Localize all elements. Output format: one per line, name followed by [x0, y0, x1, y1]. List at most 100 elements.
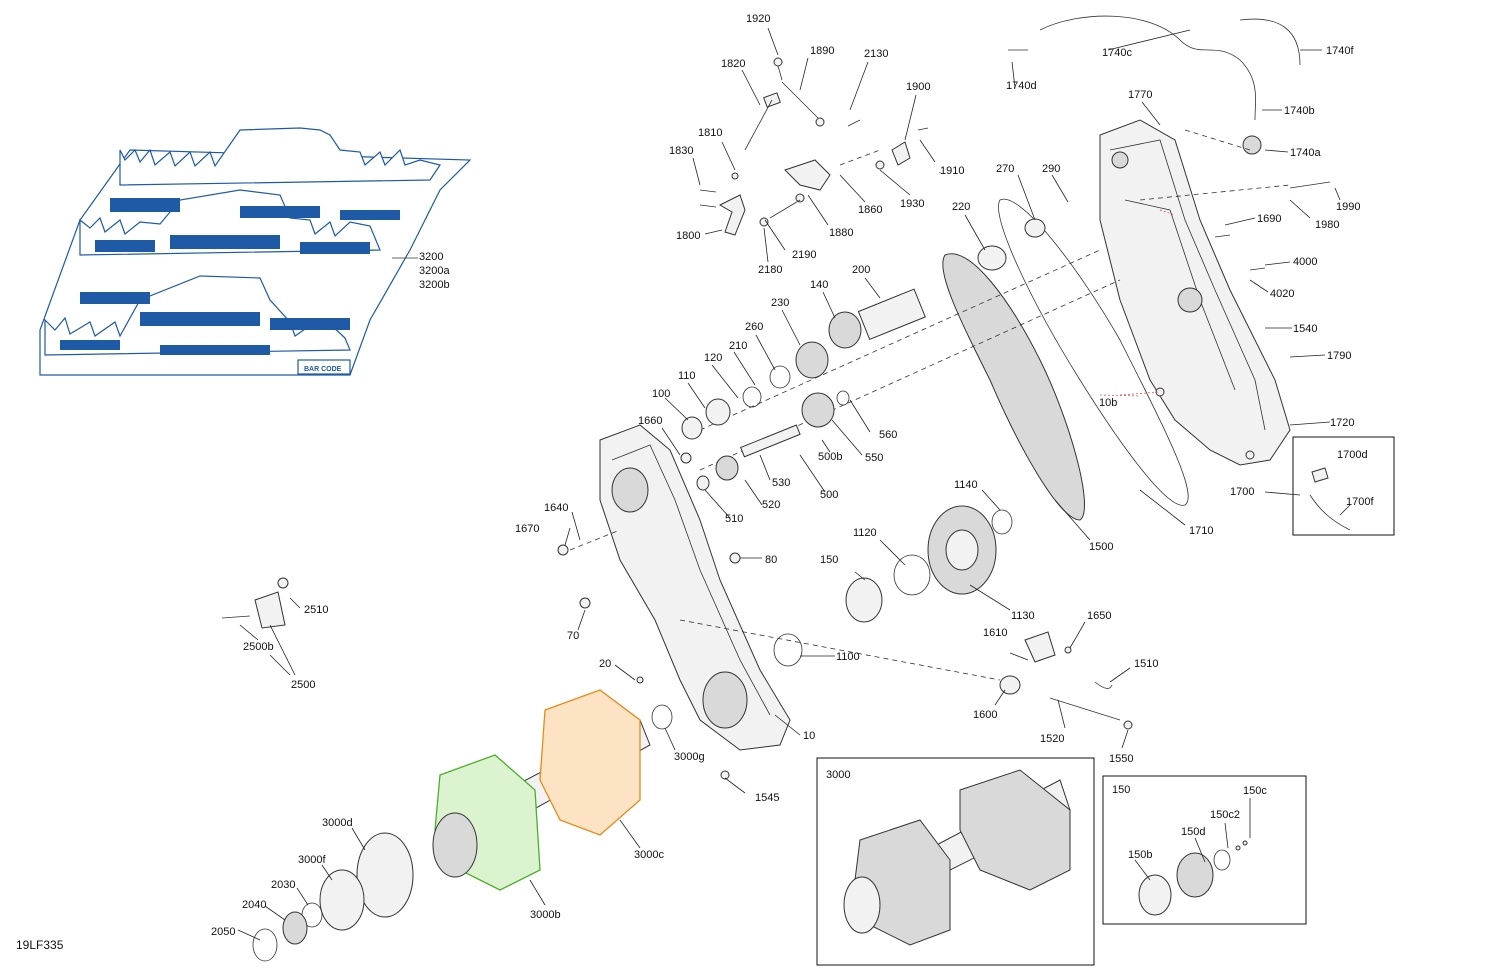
callout-1120: 1120: [853, 527, 877, 539]
callout-150: 150: [820, 554, 838, 566]
callout-1545: 1545: [755, 792, 779, 804]
callout-210: 210: [729, 340, 747, 352]
shift-linkage-parts: [699, 27, 929, 236]
lower-gear-bearing: [679, 505, 1133, 730]
callout-4020: 4020: [1270, 288, 1294, 300]
callout-2500b: 2500b: [243, 641, 274, 653]
callout-200: 200: [852, 264, 870, 276]
callout-1830: 1830: [669, 145, 693, 157]
callout-1130: 1130: [1011, 610, 1035, 622]
track-barcode-label: BAR CODE: [304, 366, 342, 373]
callout-3000g: 3000g: [674, 751, 705, 763]
callout-1740d: 1740d: [1006, 80, 1037, 92]
callout-290: 290: [1042, 163, 1060, 175]
chaincase-cover: [1008, 15, 1331, 466]
callout-1690: 1690: [1257, 213, 1281, 225]
callout-80: 80: [765, 554, 777, 566]
sprocket-shaft-assembly: [252, 689, 673, 962]
callout-1800: 1800: [676, 230, 700, 242]
callout-150d: 150d: [1181, 826, 1205, 838]
callout-1640: 1640: [544, 502, 568, 514]
callout-2050: 2050: [211, 926, 235, 938]
callout-2030: 2030: [271, 879, 295, 891]
drive-chain-and-band: [942, 198, 1189, 521]
callout-1790: 1790: [1327, 350, 1351, 362]
callout-1700: 1700: [1230, 486, 1254, 498]
callout-3200b: 3200b: [419, 279, 450, 291]
callout-110: 110: [678, 370, 696, 382]
inset-1700-hose: [1309, 467, 1351, 531]
callout-120: 120: [704, 352, 722, 364]
callout-2510: 2510: [304, 604, 328, 616]
callout-1720: 1720: [1330, 417, 1354, 429]
callout-1650: 1650: [1087, 610, 1111, 622]
callout-1600: 1600: [973, 709, 997, 721]
callout-1660: 1660: [638, 415, 662, 427]
callout-1670: 1670: [515, 523, 539, 535]
callout-1540: 1540: [1293, 323, 1317, 335]
callout-3000c: 3000c: [634, 849, 664, 861]
callout-1900: 1900: [906, 81, 930, 93]
inset-box-150: [1102, 775, 1307, 925]
callout-1740f: 1740f: [1326, 45, 1354, 57]
diagram-reference-id: 19LF335: [16, 938, 64, 952]
callout-1910: 1910: [940, 165, 964, 177]
inset-150-bearing: [1138, 840, 1248, 916]
callout-1990: 1990: [1336, 201, 1360, 213]
callout-500: 500: [820, 489, 838, 501]
callout-1890: 1890: [810, 45, 834, 57]
callout-2040: 2040: [242, 899, 266, 911]
callout-10b: 10b: [1099, 397, 1117, 409]
callout-1140: 1140: [954, 479, 978, 491]
callout-150-inset: 150: [1112, 784, 1130, 796]
callout-1920: 1920: [746, 13, 770, 25]
inset-box-1700: [1292, 436, 1395, 536]
callout-140: 140: [810, 279, 828, 291]
callout-1880: 1880: [829, 227, 853, 239]
callout-1100: 1100: [836, 651, 860, 663]
callout-labels: 1920 1890 2130 1820 1740c 1740f 1740d 19…: [211, 13, 1374, 938]
callout-150b: 150b: [1128, 849, 1152, 861]
chaincase-housing: [557, 394, 1141, 780]
callout-230: 230: [771, 297, 789, 309]
callout-500b: 500b: [818, 451, 842, 463]
callout-1860: 1860: [858, 204, 882, 216]
callout-4000: 4000: [1293, 256, 1317, 268]
callout-1930: 1930: [900, 198, 924, 210]
callout-1510: 1510: [1134, 658, 1158, 670]
callout-220: 220: [952, 201, 970, 213]
callout-100: 100: [652, 388, 670, 400]
callout-1770: 1770: [1128, 89, 1152, 101]
sensor-bracket-parts: [221, 577, 289, 629]
callout-2130: 2130: [864, 48, 888, 60]
callout-560: 560: [879, 429, 897, 441]
callout-3000-inset: 3000: [826, 769, 850, 781]
callout-1520: 1520: [1040, 733, 1064, 745]
callout-1740b: 1740b: [1284, 105, 1315, 117]
callout-520: 520: [762, 499, 780, 511]
callout-20: 20: [599, 658, 611, 670]
callout-1700f: 1700f: [1346, 496, 1374, 508]
callout-1740a: 1740a: [1290, 147, 1321, 159]
callout-2190: 2190: [792, 249, 816, 261]
callout-550: 550: [865, 452, 883, 464]
callout-3000b: 3000b: [530, 909, 561, 921]
callout-150c2: 150c2: [1210, 809, 1240, 821]
callout-1710: 1710: [1189, 525, 1213, 537]
callout-530: 530: [772, 477, 790, 489]
callout-3000f: 3000f: [298, 854, 326, 866]
leader-lines: [237, 29, 1351, 941]
callout-2500: 2500: [291, 679, 315, 691]
callout-1740c: 1740c: [1102, 47, 1132, 59]
callout-1550: 1550: [1109, 753, 1133, 765]
callout-260: 260: [745, 321, 763, 333]
callout-1810: 1810: [698, 127, 722, 139]
callout-3200: 3200: [419, 251, 443, 263]
callout-3000d: 3000d: [322, 817, 353, 829]
callout-10: 10: [803, 730, 815, 742]
callout-150c: 150c: [1243, 785, 1267, 797]
track-illustration: BAR CODE: [39, 127, 472, 376]
callout-1820: 1820: [721, 58, 745, 70]
